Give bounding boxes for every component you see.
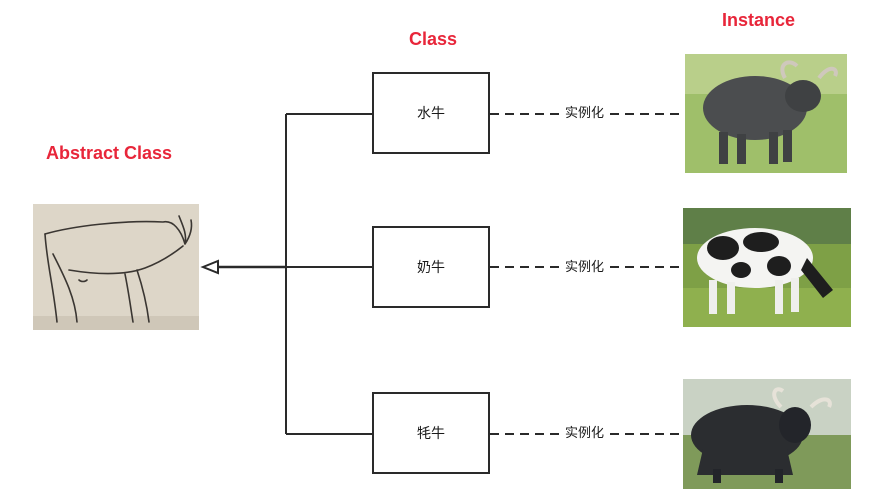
- class-box-dairy-cow[interactable]: 奶牛: [372, 226, 490, 308]
- class-heading: Class: [409, 29, 458, 49]
- class-box-water-buffalo[interactable]: 水牛: [372, 72, 490, 154]
- instance-heading: Instance: [722, 10, 796, 30]
- instantiation-label: 实例化: [562, 426, 608, 442]
- water-buffalo-image: [685, 54, 847, 173]
- class-label: 牦牛: [417, 426, 445, 442]
- abstract-class-heading: Abstract Class: [46, 143, 173, 163]
- class-label: 奶牛: [417, 260, 445, 276]
- dairy-cow-image: [683, 208, 851, 327]
- class-box-yak[interactable]: 牦牛: [372, 392, 490, 474]
- class-label: 水牛: [417, 106, 445, 122]
- instantiation-label: 实例化: [562, 106, 608, 122]
- instantiation-label: 实例化: [562, 260, 608, 276]
- abstract-class-image: [33, 204, 199, 330]
- yak-image: [683, 379, 851, 489]
- inheritance-arrowhead: [200, 259, 219, 275]
